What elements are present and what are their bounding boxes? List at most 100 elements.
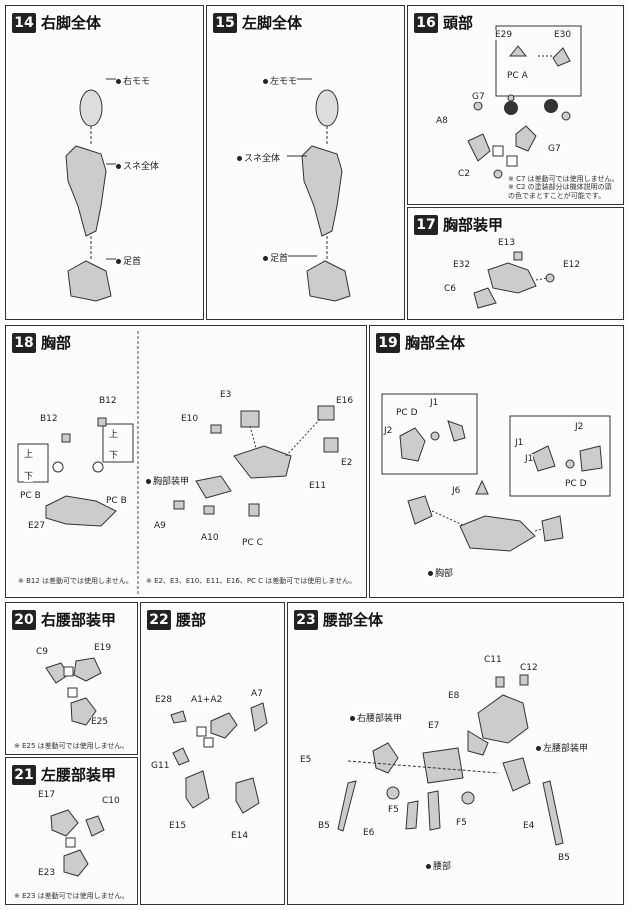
part-pc-b-left: PC B	[20, 491, 41, 501]
part-e19: E19	[94, 643, 112, 653]
label-shin: スネ全体	[116, 159, 160, 172]
part-j2-right: J2	[575, 422, 584, 432]
chest-illustration	[17, 331, 339, 594]
orient-down-left: 下	[24, 469, 34, 482]
step-number: 20	[12, 609, 36, 630]
note-unused-parts: ※ E2、E3、E10、E11、E16、PC C は差動可では使用しません。	[146, 577, 357, 585]
part-e23: E23	[38, 868, 56, 878]
step-number: 14	[12, 12, 36, 33]
label-ankle: 足首	[263, 251, 289, 264]
step-number: 17	[414, 214, 438, 235]
step-number: 16	[414, 12, 438, 33]
waist-assembly-illustration	[337, 674, 564, 846]
step-title: 左腰部装甲	[41, 766, 117, 784]
step-title: 右脚全体	[41, 14, 102, 32]
step-number: 22	[147, 609, 171, 630]
part-b5-right: B5	[558, 853, 570, 863]
step-number: 19	[376, 332, 400, 353]
part-g7-right: G7	[548, 144, 561, 154]
part-e30: E30	[554, 30, 572, 40]
step-title: 胸部装甲	[443, 216, 504, 234]
part-e6: E6	[363, 828, 375, 838]
label-chest: 胸部	[428, 566, 454, 579]
part-e14: E14	[231, 831, 249, 841]
note-b12: ※ B12 は差動可では使用しません。	[18, 577, 133, 585]
chest-armor-illustration	[473, 251, 555, 309]
part-a7: A7	[251, 689, 263, 699]
part-j1-right: J1	[515, 438, 524, 448]
step-title: 左脚全体	[242, 14, 303, 32]
step-title: 腰部全体	[323, 611, 384, 629]
orient-up-left: 上	[24, 447, 34, 460]
label-waist: 腰部	[426, 859, 452, 872]
part-j1-top: J1	[430, 398, 439, 408]
orient-down-right: 下	[109, 448, 119, 461]
part-a9: A9	[154, 521, 166, 531]
part-g7-left: G7	[472, 92, 485, 102]
part-e28: E28	[155, 695, 173, 705]
step-number: 23	[294, 609, 318, 630]
part-e2: E2	[341, 458, 353, 468]
part-pc-c: PC C	[242, 538, 263, 548]
note-c2-paint: ※ C2 の塗装部分は機体説明の頭の色でまとすことが可能です。	[508, 183, 612, 200]
step-number: 15	[213, 12, 237, 33]
step-number: 21	[12, 764, 36, 785]
part-pc-d-top: PC D	[396, 408, 418, 418]
part-e8: E8	[448, 691, 460, 701]
part-j2-top: J2	[384, 426, 393, 436]
part-j1-detail: J1	[525, 454, 534, 464]
part-e27: E27	[28, 521, 46, 531]
left-waist-armor-illustration	[50, 809, 105, 877]
part-e3: E3	[220, 390, 232, 400]
step-number: 18	[12, 332, 36, 353]
part-e25: E25	[91, 717, 109, 727]
part-e10: E10	[181, 414, 199, 424]
step-18-panel: 18 胸部 B12 B12 上 下 上 下 PC B	[5, 325, 367, 598]
step-14-panel: 14 右脚全体 右モモ スネ全体 足首	[5, 5, 204, 320]
part-e17: E17	[38, 790, 56, 800]
part-c10: C10	[102, 796, 120, 806]
step-title: 胸部	[41, 334, 72, 352]
part-b12-left: B12	[40, 414, 58, 424]
part-a1-a2: A1+A2	[191, 695, 223, 705]
note-c7: ※ C7 は差動可では使用しません。	[508, 175, 619, 183]
part-c2: C2	[458, 169, 471, 179]
part-c11: C11	[484, 655, 502, 665]
label-right-waist-armor: 右腰部装甲	[350, 711, 403, 724]
part-a8: A8	[436, 116, 448, 126]
step-title: 頭部	[443, 14, 474, 32]
part-pc-a: PC A	[507, 71, 528, 81]
part-e29: E29	[495, 30, 513, 40]
part-b12-right: B12	[99, 396, 117, 406]
orient-up-right: 上	[109, 427, 119, 440]
part-e12: E12	[563, 260, 581, 270]
step-title: 胸部全体	[405, 334, 466, 352]
part-e11: E11	[309, 481, 327, 491]
part-b5-left: B5	[318, 821, 330, 831]
part-pc-d-right: PC D	[565, 479, 587, 489]
label-left-waist-armor: 左腰部装甲	[536, 741, 589, 754]
part-e16: E16	[336, 396, 354, 406]
part-c6: C6	[444, 284, 457, 294]
step-16-panel: 16 頭部 E29 E30 PC A G7 A8 G7 C2 ※ C7 は差動可で…	[407, 5, 624, 205]
part-f5-right: F5	[456, 818, 467, 828]
part-c12: C12	[520, 663, 538, 673]
part-e4: E4	[523, 821, 535, 831]
label-right-thigh: 右モモ	[116, 74, 151, 87]
part-e15: E15	[169, 821, 187, 831]
right-waist-armor-illustration	[45, 657, 102, 726]
waist-illustration	[170, 702, 268, 814]
label-ankle: 足首	[116, 254, 142, 267]
part-e5: E5	[300, 755, 312, 765]
part-e13: E13	[498, 238, 516, 248]
part-j6: J6	[452, 486, 461, 496]
part-g11: G11	[151, 761, 170, 771]
leg-illustration	[65, 78, 116, 302]
